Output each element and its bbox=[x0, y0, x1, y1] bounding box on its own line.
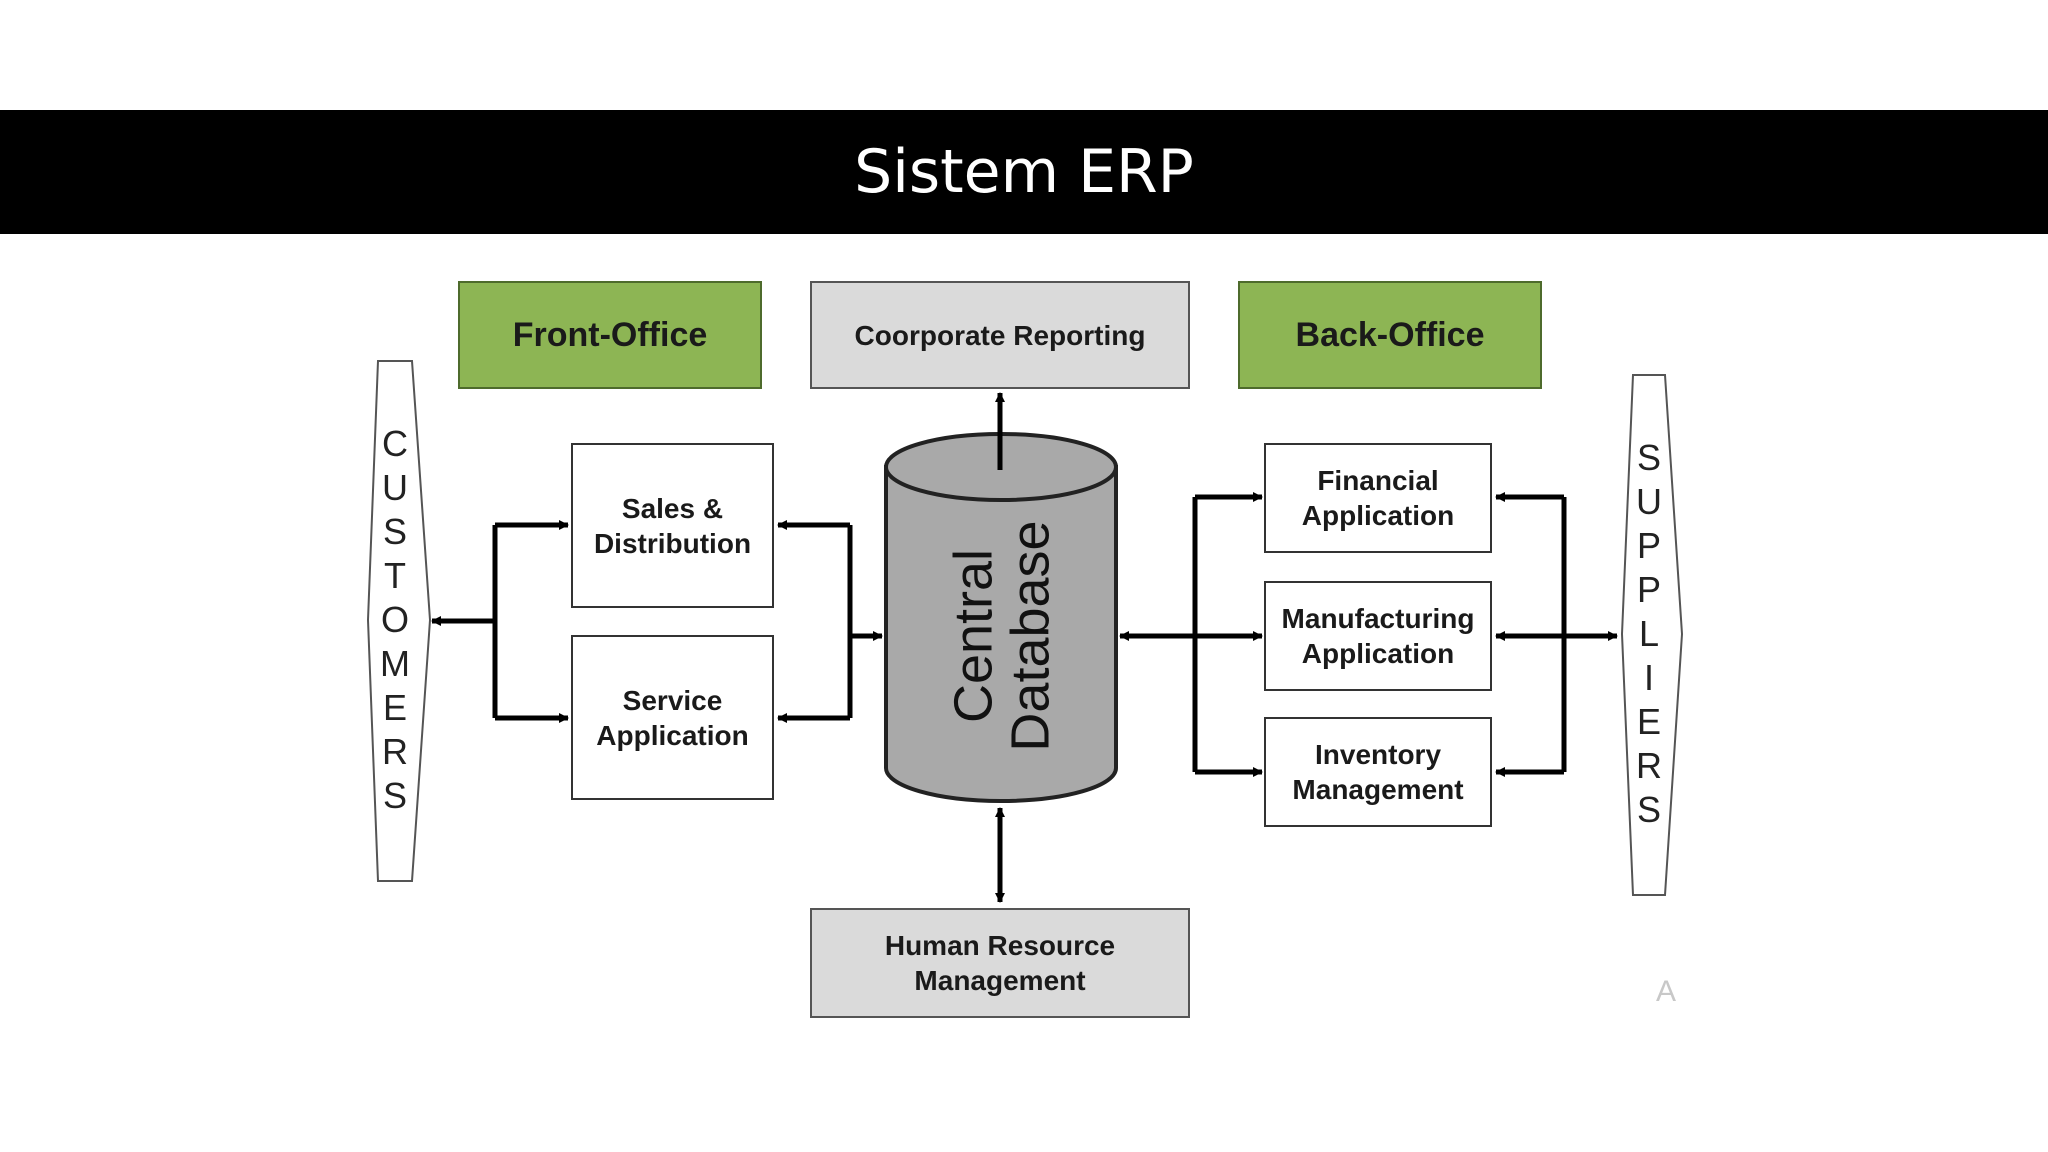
inventory-management-box: Inventory Management bbox=[1264, 717, 1492, 827]
suppliers-banner bbox=[1620, 374, 1684, 896]
stack-letter: P bbox=[1636, 569, 1661, 610]
financial-application-box: Financial Application bbox=[1264, 443, 1492, 553]
stack-letter: M bbox=[380, 643, 410, 684]
stack-letter: C bbox=[382, 423, 408, 464]
stack-letter: S bbox=[382, 775, 407, 816]
stack-letter: E bbox=[382, 687, 407, 728]
stack-letter: R bbox=[1636, 745, 1662, 786]
back-office-box: Back-Office bbox=[1238, 281, 1542, 389]
stack-letter: R bbox=[382, 731, 408, 772]
financial-application-label: Financial Application bbox=[1301, 465, 1455, 531]
stack-letter: T bbox=[384, 555, 406, 596]
stack-letter: U bbox=[382, 467, 408, 508]
front-office-label: Front-Office bbox=[512, 315, 708, 354]
sales-distribution-box: Sales & Distribution bbox=[571, 443, 774, 608]
corporate-reporting-label: Coorporate Reporting bbox=[854, 319, 1146, 351]
central-database-label: Central Database bbox=[943, 520, 1060, 752]
stack-letter: S bbox=[1636, 437, 1661, 478]
back-office-label: Back-Office bbox=[1295, 315, 1485, 354]
stack-letter: S bbox=[1636, 789, 1661, 830]
manufacturing-application-box: Manufacturing Application bbox=[1264, 581, 1492, 691]
central-database-line2: Database bbox=[1000, 520, 1060, 752]
stack-letter: U bbox=[1636, 481, 1662, 522]
stack-letter: S bbox=[382, 511, 407, 552]
human-resource-box: Human Resource Management bbox=[810, 908, 1190, 1018]
human-resource-label: Human Resource Management bbox=[884, 930, 1116, 996]
service-application-box: Service Application bbox=[571, 635, 774, 800]
slide-title: Sistem ERP bbox=[854, 137, 1194, 207]
corporate-reporting-box: Coorporate Reporting bbox=[810, 281, 1190, 389]
sales-distribution-label: Sales & Distribution bbox=[593, 492, 752, 559]
corner-mark: A bbox=[1656, 975, 1677, 1008]
stack-letter: O bbox=[380, 599, 409, 640]
stack-letter: E bbox=[1636, 701, 1661, 742]
stack-letter: I bbox=[1643, 657, 1654, 698]
front-office-box: Front-Office bbox=[458, 281, 762, 389]
manufacturing-application-label: Manufacturing Application bbox=[1281, 603, 1475, 669]
stack-letter: P bbox=[1636, 525, 1661, 566]
customers-banner bbox=[366, 360, 432, 882]
title-bar: Sistem ERP bbox=[0, 110, 2048, 234]
central-database-line1: Central bbox=[943, 548, 1004, 724]
service-application-label: Service Application bbox=[596, 684, 749, 751]
stack-letter: L bbox=[1638, 613, 1660, 654]
central-database-cylinder bbox=[884, 432, 1118, 803]
inventory-management-label: Inventory Management bbox=[1292, 739, 1464, 805]
